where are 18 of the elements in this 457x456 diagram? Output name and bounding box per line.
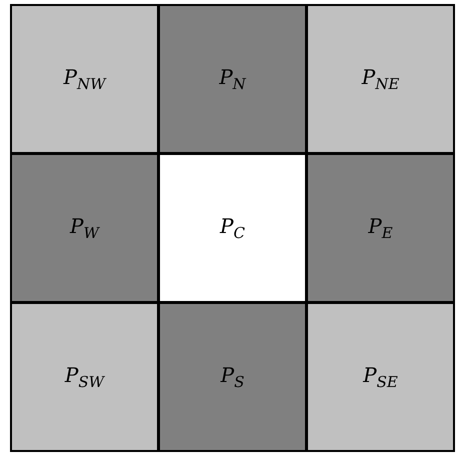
cell-label: P$_{W}$ xyxy=(70,214,99,242)
cell-label: P$_{S}$ xyxy=(220,363,244,391)
grid-square xyxy=(158,4,307,154)
grid-square xyxy=(10,302,159,452)
grid-square xyxy=(306,302,455,452)
grid-square xyxy=(158,302,307,452)
grid-square xyxy=(10,153,159,303)
cell-label: P$_{C}$ xyxy=(220,214,245,242)
cell-label: P$_{SW}$ xyxy=(64,363,104,391)
grid-square xyxy=(10,4,159,154)
grid-square xyxy=(306,4,455,154)
grid-square xyxy=(158,153,307,303)
grid-square xyxy=(306,153,455,303)
cell-label: P$_{N}$ xyxy=(219,65,246,93)
cell-label: P$_{E}$ xyxy=(368,214,393,242)
cell-label: P$_{NW}$ xyxy=(63,65,106,93)
cell-label: P$_{NE}$ xyxy=(362,65,400,93)
cell-label: P$_{SE}$ xyxy=(363,363,398,391)
